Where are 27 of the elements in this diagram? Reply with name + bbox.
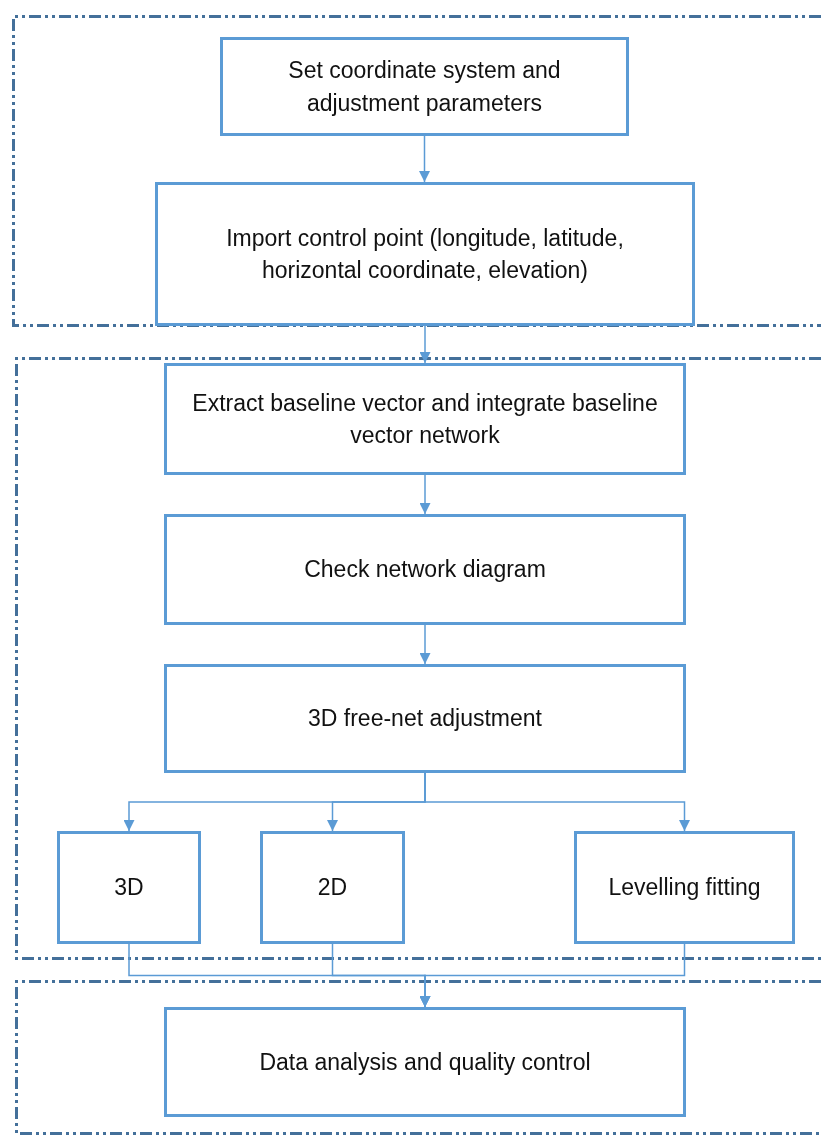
process-box [574,831,795,944]
process-box [164,664,686,773]
arrow [419,135,430,183]
process-box [164,363,686,475]
process-box [260,831,405,944]
arrow [419,624,431,665]
box-label: Data analysis and quality control [258,1047,592,1077]
box-label: Extract baseline vector and integrate baseline vector network [191,388,659,450]
process-box [220,37,629,136]
arrow [419,474,431,515]
arrow [424,772,690,832]
process-box [164,514,686,625]
box-label: Levelling fitting [607,873,762,903]
box-label: Import control point (longitude, latitude, horizontal coordinate, elevation) [225,223,625,285]
box-label: Check network diagram [303,555,547,585]
process-box [164,1007,686,1117]
arrow [419,325,431,364]
arrow [419,943,686,1008]
box-label: 2D [316,873,349,903]
dashed-group-frame [12,15,821,327]
process-box [57,831,201,944]
box-label: 3D [113,873,145,903]
box-label: 3D free-net adjustment [307,704,543,734]
dashed-group-frame [15,357,821,960]
box-label: Set coordinate system and adjustment parameters [287,56,562,118]
dashed-group-frame [15,980,821,1135]
process-box [155,182,695,326]
